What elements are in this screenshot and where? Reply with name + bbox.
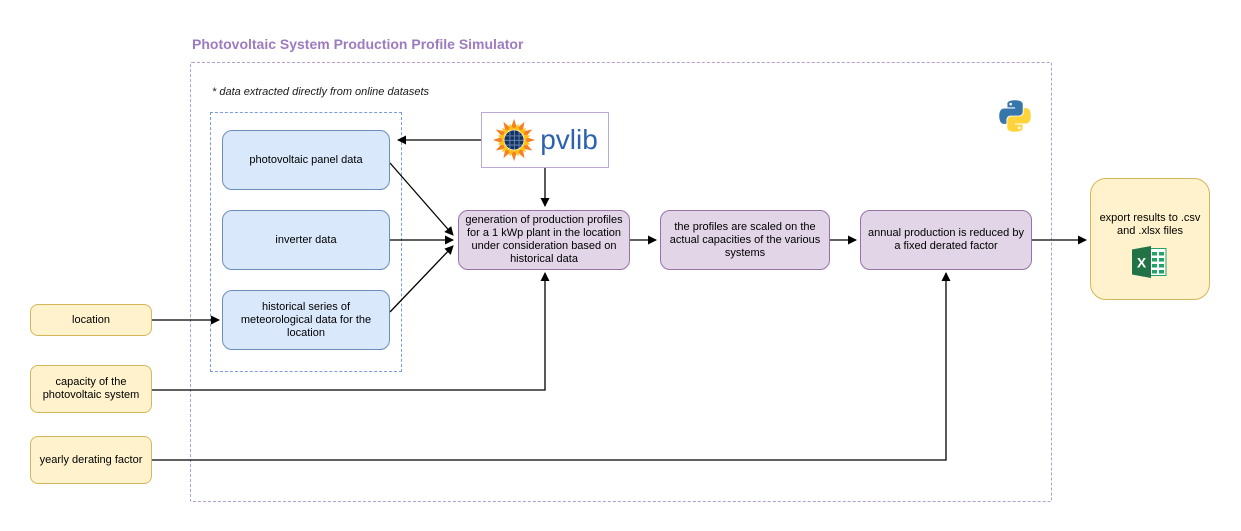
- node-input-location: location: [30, 304, 152, 336]
- node-inverter-data: inverter data: [222, 210, 390, 270]
- node-label: yearly derating factor: [39, 453, 143, 466]
- node-label: location: [72, 313, 110, 326]
- node-profiles-scaled: the profiles are scaled on the actual ca…: [660, 210, 830, 270]
- sun-solar-panel-icon: [493, 118, 536, 162]
- node-label: annual production is reduced by a fixed …: [868, 227, 1024, 252]
- node-generation-production-profiles: generation of production profiles for a …: [458, 210, 630, 270]
- node-input-yearly-derating-factor: yearly derating factor: [30, 436, 152, 484]
- node-label: export results to .csv and .xlsx files: [1099, 212, 1201, 237]
- pvlib-logo: pvlib: [481, 112, 609, 168]
- python-logo-icon: [999, 100, 1031, 132]
- node-label: capacity of the photovoltaic system: [42, 376, 140, 401]
- node-label: inverter data: [275, 233, 337, 246]
- node-export-results: export results to .csv and .xlsx files X: [1090, 178, 1210, 300]
- node-annual-production-reduced: annual production is reduced by a fixed …: [860, 210, 1032, 270]
- pvlib-wordmark: pvlib: [540, 124, 598, 155]
- node-label: photovoltaic panel data: [249, 153, 363, 166]
- node-label: generation of production profiles for a …: [465, 214, 623, 265]
- node-input-capacity: capacity of the photovoltaic system: [30, 365, 152, 413]
- excel-logo-icon: X: [1132, 246, 1167, 278]
- node-label: historical series of meteorological data…: [240, 300, 372, 339]
- diagram-title: Photovoltaic System Production Profile S…: [192, 36, 524, 52]
- datasets-note: * data extracted directly from online da…: [212, 86, 430, 98]
- node-historical-meteo-data: historical series of meteorological data…: [222, 290, 390, 350]
- node-photovoltaic-panel-data: photovoltaic panel data: [222, 130, 390, 190]
- node-label: the profiles are scaled on the actual ca…: [669, 220, 821, 259]
- svg-text:X: X: [1137, 255, 1147, 271]
